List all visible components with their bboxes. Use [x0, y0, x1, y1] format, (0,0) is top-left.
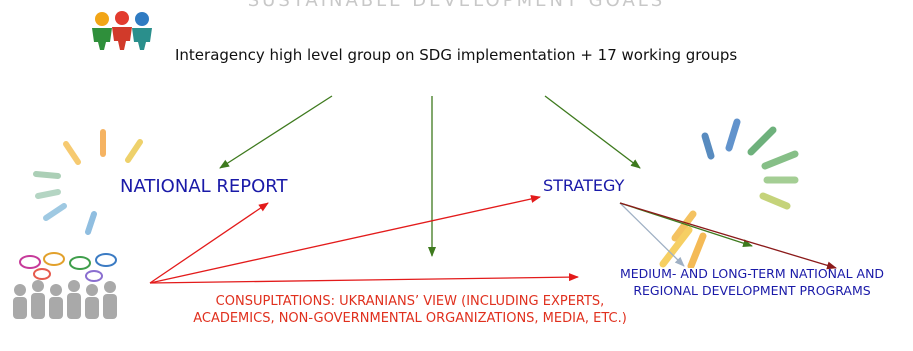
consultations-label: CONSUPLTATIONS: UKRANIANS’ VIEW (INCLUDI… [193, 294, 627, 326]
arrow-strategy-to-programs-darkred [619, 202, 837, 270]
strategy-label: STRATEGY [543, 176, 625, 195]
sunburst-icon [33, 129, 143, 235]
sunburst-icon [659, 118, 799, 268]
page-title: SUSTAINABLE DEVELOPMENT GOALS [247, 0, 666, 11]
arrow-consult-to-programs [149, 273, 579, 284]
development-programs-label: MEDIUM- AND LONG-TERM NATIONAL AND REGIO… [619, 266, 885, 298]
arrow-strategy-to-programs-grey [619, 202, 685, 267]
arrow-group-to-strategy [544, 95, 641, 169]
team-people-icon [92, 11, 152, 50]
crowd-speech-icon [13, 252, 117, 319]
arrow-consult-to-report [149, 202, 269, 284]
arrow-group-to-report [219, 95, 333, 169]
arrow-consult-to-strategy [149, 195, 541, 284]
national-report-label: NATIONAL REPORT [120, 176, 288, 197]
interagency-group-text: Interagency high level group on SDG impl… [175, 46, 738, 64]
